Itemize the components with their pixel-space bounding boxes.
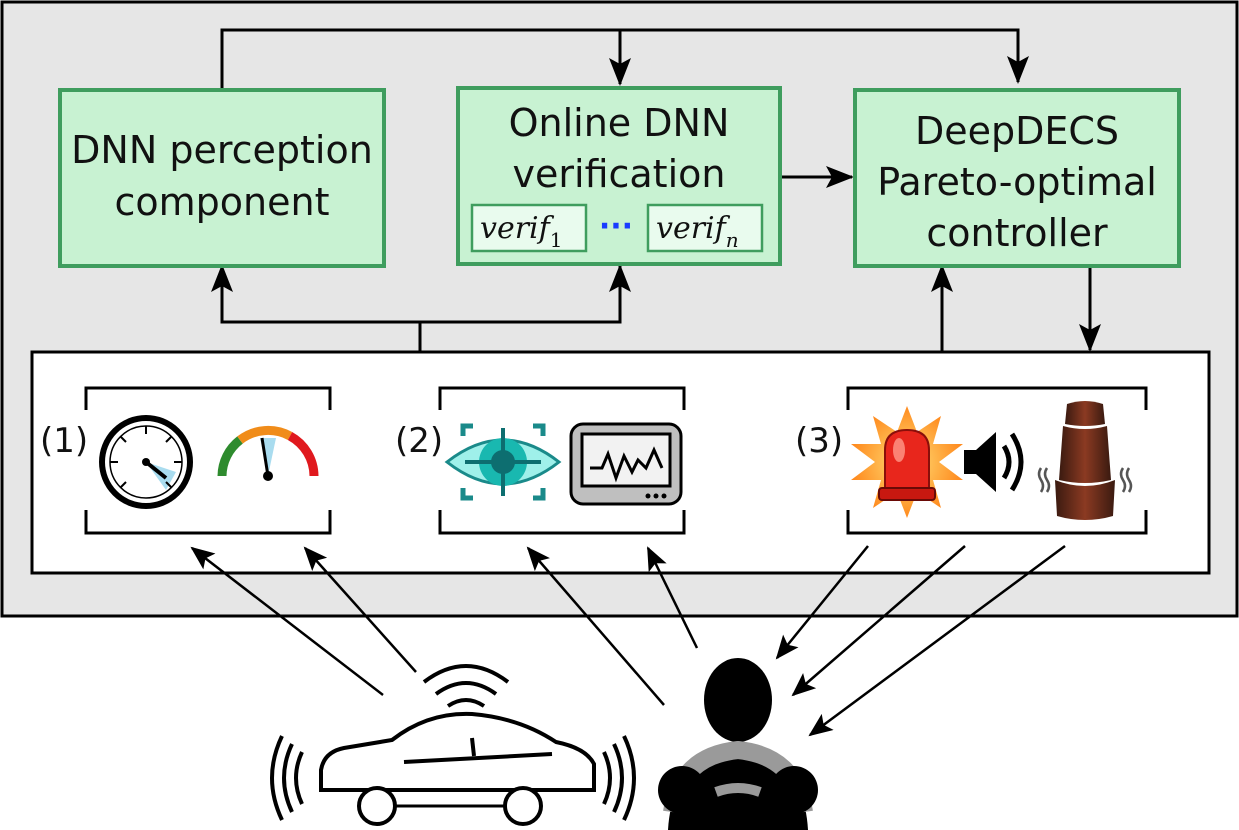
- group-2-label: (2): [395, 421, 443, 461]
- verifier-1-label: verif1: [480, 211, 562, 252]
- perception-title-line1: DNN perception: [71, 128, 373, 172]
- top-connectors: [211, 28, 1101, 352]
- speedometer-icon: [99, 415, 193, 509]
- verifier-n-box: [646, 203, 764, 253]
- verification-title-line2: verification: [513, 152, 726, 196]
- controller-block: DeepDECS Pareto-optimal controller: [853, 88, 1181, 268]
- controller-title-line2: Pareto-optimal: [877, 160, 1157, 204]
- gauge-icon: [217, 425, 319, 481]
- connected-car-icon: [270, 664, 636, 826]
- verification-block: Online DNN verification verif1 ··· verif…: [456, 86, 782, 266]
- eye-tracking-icon: [444, 423, 562, 501]
- controller-title-line3: controller: [926, 211, 1108, 255]
- perception-block: DNN perception component: [58, 88, 386, 268]
- verifier-1-box: [470, 203, 588, 253]
- warning-light-icon: [851, 406, 963, 518]
- group-brackets: [84, 386, 1148, 535]
- interaction-arrows: [190, 544, 1066, 737]
- verifier-ellipsis: ···: [599, 209, 633, 244]
- verifier-n-label: verifn: [656, 211, 739, 252]
- speaker-icon: [964, 432, 1024, 492]
- vibrating-seat-icon: [1037, 401, 1133, 520]
- verification-title-line1: Online DNN: [509, 101, 730, 145]
- group-3-label: (3): [795, 421, 843, 461]
- controller-title-line1: DeepDECS: [915, 109, 1119, 153]
- driver-icon: [658, 658, 818, 830]
- perception-title-line2: component: [115, 180, 330, 224]
- group-1-label: (1): [40, 421, 88, 461]
- monitor-icon: [569, 422, 683, 506]
